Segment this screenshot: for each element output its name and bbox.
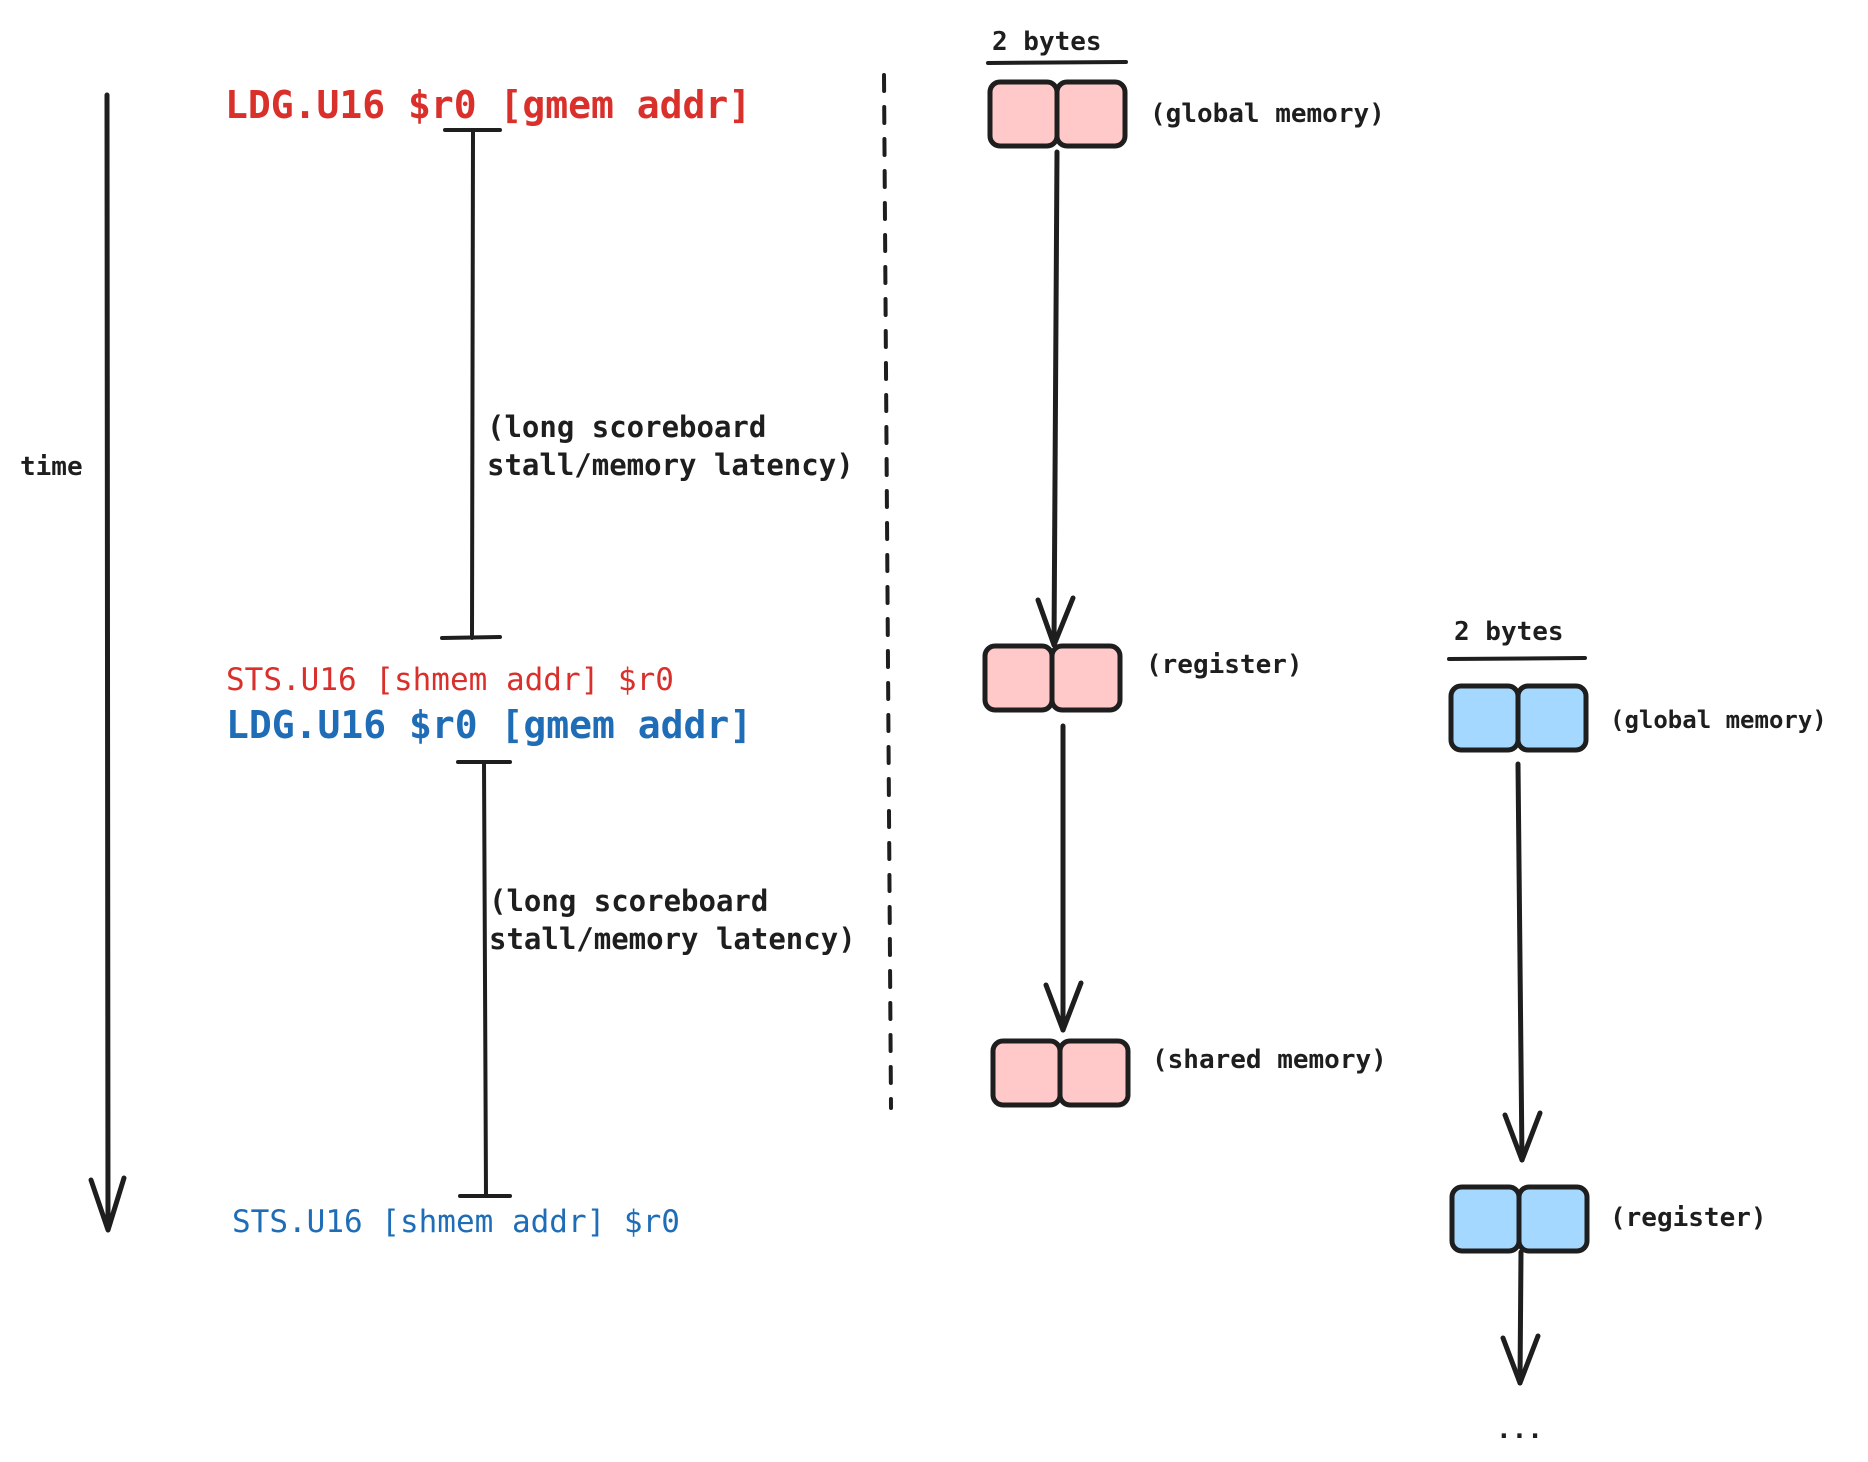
blue-arrow-1-line [1515,761,1525,1163]
latency-note-1-line1: (long scoreboard [487,410,766,444]
latency-bar-1-line [470,128,475,640]
latency-note-2-line2: stall/memory latency) [489,922,856,956]
red-stage-register: (register) [1146,650,1303,680]
blue-register-byte-1 [1516,1184,1590,1254]
red-size-label: 2 bytes [992,27,1102,57]
blue-arrow-1-head [1502,1110,1543,1163]
blue-register-byte-0 [1449,1184,1522,1254]
time-label: time [20,452,83,482]
red-size-underline [986,60,1128,65]
instruction-sts-red: STS.U16 [shmem addr] $r0 [226,662,674,698]
blue-register-block [1449,1184,1590,1254]
red-shared-byte-1 [1057,1038,1131,1108]
red-shared-memory-block [990,1038,1131,1108]
time-axis-line [104,92,111,1231]
blue-stage-register: (register) [1610,1203,1767,1233]
time-axis: time [20,92,127,1233]
red-register-block [982,643,1123,713]
latency-bar-2: (long scoreboard stall/memory latency) [456,760,856,1198]
red-global-memory-block [987,79,1128,149]
blue-global-byte-0 [1448,683,1521,753]
latency-note-1-line2: stall/memory latency) [487,448,854,482]
instruction-ldg-blue: LDG.U16 $r0 [gmem addr] [226,703,752,747]
red-pipeline: 2 bytes (global memory) (register) (shar… [982,27,1387,1108]
instruction-ldg-red: LDG.U16 $r0 [gmem addr] [225,83,751,127]
red-shared-byte-0 [990,1038,1063,1108]
red-arrow-1-head [1035,595,1076,648]
blue-size-underline [1447,656,1587,661]
blue-global-memory-block [1448,683,1589,753]
blue-global-byte-1 [1515,683,1589,753]
red-global-byte-1 [1054,79,1128,149]
blue-pipeline: 2 bytes (global memory) (register) ... [1447,617,1827,1445]
red-global-byte-0 [987,79,1060,149]
red-register-byte-1 [1049,643,1123,713]
latency-note-2-line1: (long scoreboard [489,884,768,918]
time-axis-arrowhead [88,1175,127,1233]
red-arrow-2-head [1043,980,1084,1033]
blue-continuation-ellipsis: ... [1496,1415,1543,1445]
blue-arrow-2-head [1500,1333,1541,1386]
red-arrow-1-line [1051,149,1060,648]
red-stage-shared-memory: (shared memory) [1152,1045,1387,1075]
blue-stage-global-memory: (global memory) [1610,706,1827,734]
instruction-sts-blue: STS.U16 [shmem addr] $r0 [232,1204,680,1240]
latency-bar-1-bottom-cap [440,635,502,640]
red-register-byte-0 [982,643,1055,713]
blue-size-label: 2 bytes [1454,617,1564,647]
latency-bar-1: (long scoreboard stall/memory latency) [440,128,854,640]
red-stage-global-memory: (global memory) [1150,99,1385,129]
blue-arrow-2-line [1517,1249,1524,1386]
latency-bar-2-line [482,760,488,1198]
divider-dashed-line [882,73,893,1110]
